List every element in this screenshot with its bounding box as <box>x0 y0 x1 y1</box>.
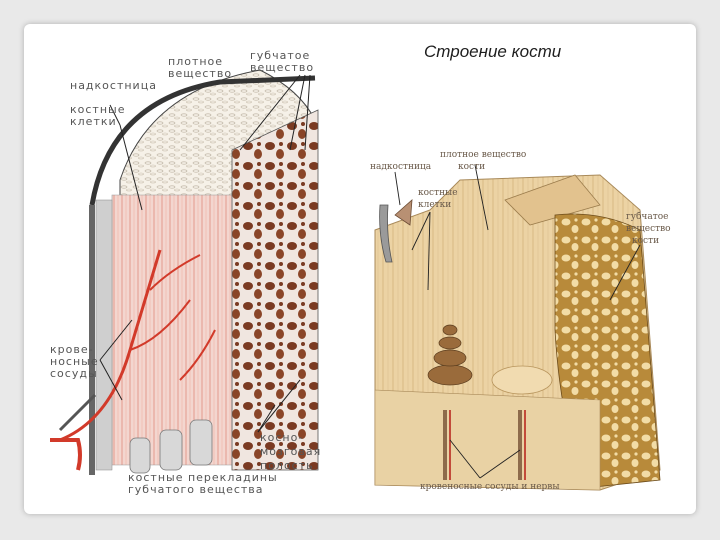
label-right-cells-1: костные <box>418 188 458 199</box>
label-trabeculae-2: губчатого вещества <box>128 484 264 496</box>
slide-title: Строение кости <box>424 42 561 62</box>
label-right-cells-2: клетки <box>418 200 451 211</box>
right-bone-diagram <box>375 165 660 490</box>
label-marrow-2: мозговая <box>260 446 321 458</box>
label-right-vessels: кровеносные сосуды и нервы <box>420 482 560 493</box>
left-bone-diagram <box>50 70 318 475</box>
label-right-spongy-3: кости <box>632 236 659 247</box>
label-right-periosteum: надкостница <box>370 162 431 173</box>
label-periosteum: надкостница <box>70 80 157 92</box>
label-vessels-3: сосуды <box>50 368 98 380</box>
label-cells-2: клетки <box>70 116 117 128</box>
label-marrow-1: косно- <box>260 432 303 444</box>
label-compact-2: вещество <box>168 68 232 80</box>
label-right-spongy-1: губчатое <box>626 212 668 223</box>
label-right-spongy-2: вещество <box>626 224 671 235</box>
label-spongy-2: вещество <box>250 62 314 74</box>
label-right-compact-2: кости <box>458 162 485 173</box>
label-right-compact-1: плотное вещество <box>440 150 526 161</box>
